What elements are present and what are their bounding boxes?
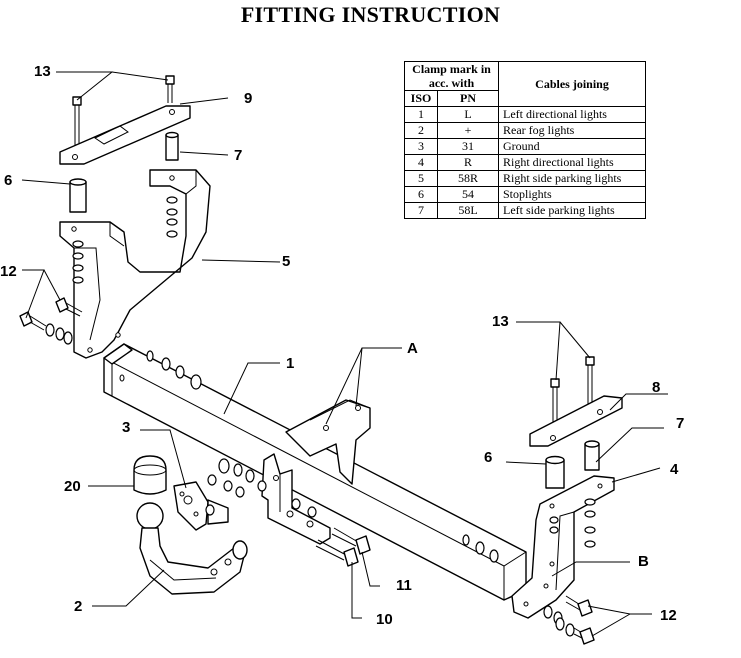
table-cell-pn: 54: [437, 186, 499, 203]
callout-3: 3: [122, 419, 130, 436]
table-header-clamp: Clamp mark in acc. with: [404, 61, 499, 91]
callout-9: 9: [244, 90, 252, 107]
callout-20: 20: [64, 478, 81, 495]
table-cell-desc: Left side parking lights: [498, 202, 646, 219]
callout-12-left: 12: [0, 263, 17, 280]
page-title: FITTING INSTRUCTION: [240, 2, 501, 27]
callout-12-right: 12: [660, 607, 677, 624]
table-cell-pn: 58R: [437, 170, 499, 187]
table-cell-pn: +: [437, 122, 499, 139]
left-spacer-tube-6: [69, 178, 87, 213]
left-spacer-tube-7: [165, 131, 179, 161]
left-top-plate: [59, 105, 191, 165]
right-side-bolts-12: [543, 595, 595, 645]
coupling-nuts: [205, 458, 317, 518]
coupling-mount-plate: [261, 453, 331, 545]
left-nut-stack: [72, 196, 178, 284]
table-cell-desc: Rear fog lights: [498, 122, 646, 139]
right-spacer-tube-6: [545, 455, 565, 489]
coupling-bolts-10-11: [315, 527, 371, 567]
table-cell-iso: 6: [404, 186, 438, 203]
left-long-bolts: [72, 75, 175, 148]
table-cell-pn: L: [437, 106, 499, 123]
callout-8: 8: [652, 379, 660, 396]
callout-4: 4: [670, 461, 679, 478]
table-cell-desc: Right side parking lights: [498, 170, 646, 187]
callout-5: 5: [282, 253, 290, 270]
table-header-iso: ISO: [404, 90, 438, 107]
table-cell-pn: 58L: [437, 202, 499, 219]
callout-10: 10: [376, 611, 393, 628]
callout-labels: 13 9 7 6 5 12 1 A 3 20 2 13 8 7 6 4 B 12…: [0, 63, 684, 628]
center-bracket-A: [285, 399, 371, 485]
callout-2: 2: [74, 598, 82, 615]
table-cell-iso: 7: [404, 202, 438, 219]
table-header-cables: Cables joining: [498, 61, 646, 107]
left-side-bracket-5: [59, 169, 211, 359]
callout-B: B: [638, 553, 649, 570]
right-spacer-tube-7: [584, 440, 600, 471]
table-cell-iso: 1: [404, 106, 438, 123]
ball-cover-cap-20: [133, 455, 167, 495]
callout-7-left: 7: [234, 147, 242, 164]
tow-ball-neck-2: [136, 502, 248, 595]
table-cell-pn: R: [437, 154, 499, 171]
leader-lines: [21, 71, 668, 637]
callout-13-right: 13: [492, 313, 509, 330]
table-cell-desc: Stoplights: [498, 186, 646, 203]
right-side-bracket-4: [511, 475, 615, 619]
table-cell-iso: 5: [404, 170, 438, 187]
callout-11: 11: [396, 577, 412, 594]
socket-plate-3: [173, 481, 229, 531]
callout-13-left: 13: [34, 63, 51, 80]
table-cell-desc: Right directional lights: [498, 154, 646, 171]
table-row: 2+Rear fog lights: [404, 122, 646, 139]
table-header-pn: PN: [437, 90, 499, 107]
table-cell-iso: 3: [404, 138, 438, 155]
callout-A: A: [407, 340, 418, 357]
callout-6-left: 6: [4, 172, 12, 189]
table-cell-desc: Left directional lights: [498, 106, 646, 123]
table-cell-desc: Ground: [498, 138, 646, 155]
right-nut-stack: [549, 498, 596, 548]
callout-1: 1: [286, 355, 294, 372]
callout-7-right: 7: [676, 415, 684, 432]
callout-6-right: 6: [484, 449, 492, 466]
cable-wiring-table: Clamp mark in acc. with Cables joining I…: [404, 61, 646, 219]
bar-end-nuts-left: [146, 350, 499, 563]
table-cell-pn: 31: [437, 138, 499, 155]
table-cell-iso: 4: [404, 154, 438, 171]
table-cell-iso: 2: [404, 122, 438, 139]
right-top-plate: [529, 395, 623, 447]
left-side-bolts-12: [19, 297, 83, 345]
